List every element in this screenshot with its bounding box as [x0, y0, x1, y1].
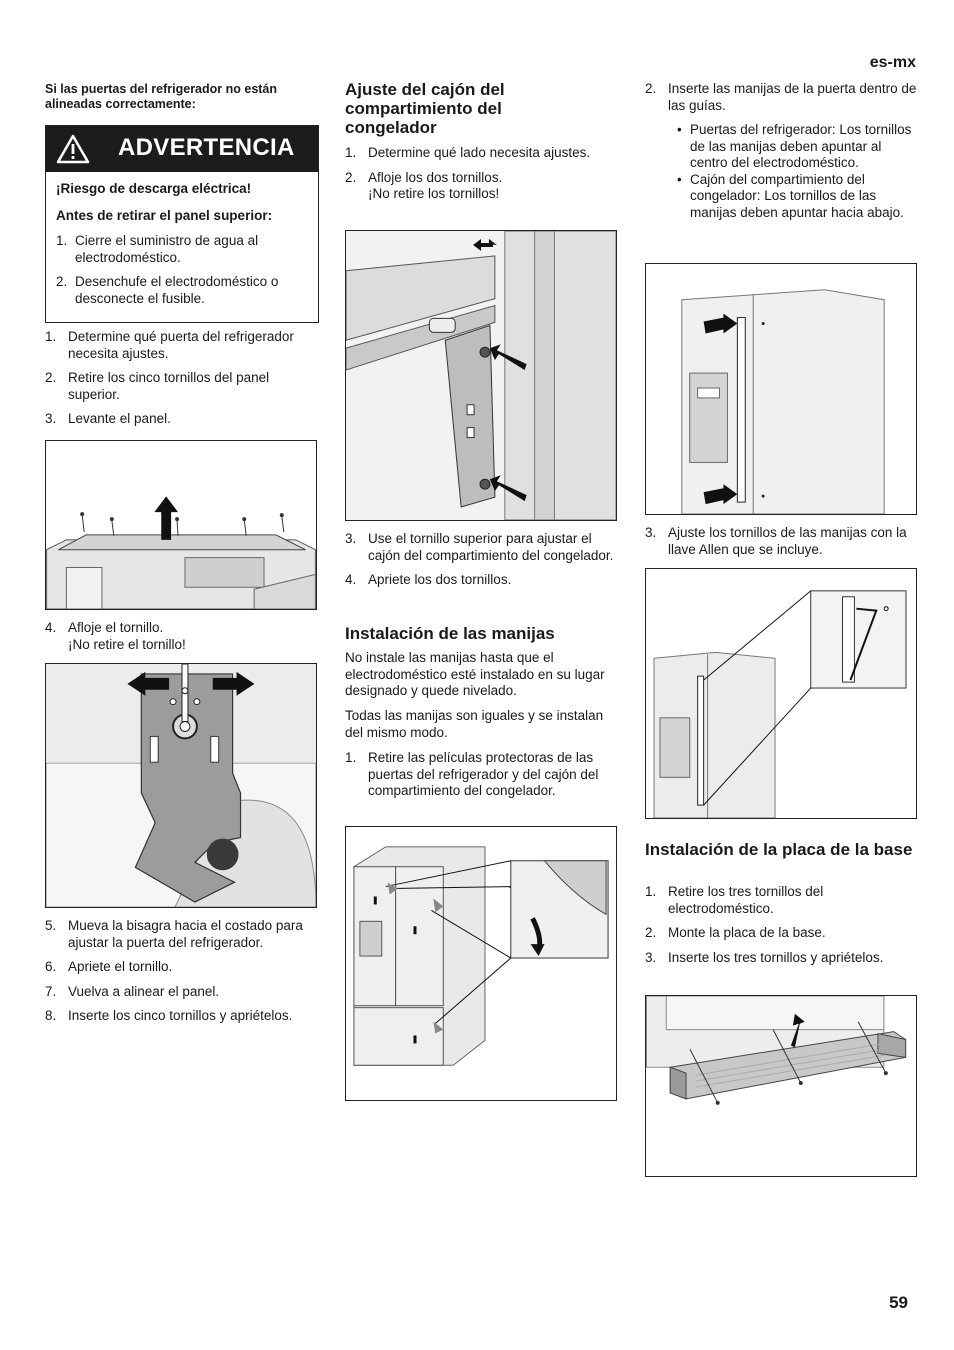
- steps-list-b: 3.Use el tornillo superior para ajustar …: [345, 531, 617, 597]
- base-plate-illustration: [646, 996, 916, 1176]
- warning-body: ¡Riesgo de descarga eléctrica! Antes de …: [46, 172, 318, 321]
- list-item: 2.Monte la placa de la base.: [645, 925, 826, 940]
- list-item: 3.Use el tornillo superior para ajustar …: [345, 531, 614, 563]
- list-item: 7.Vuelva a alinear el panel.: [45, 983, 220, 999]
- list-item: Puertas del refrigerador: Los tornillos …: [645, 122, 917, 172]
- list-item: Cajón del compartimiento del congelador:…: [645, 172, 917, 222]
- figure-allen-key: [645, 568, 917, 819]
- page-number: 59: [889, 1293, 908, 1312]
- list-item: 2.Retire los cinco tornillos del panel s…: [45, 370, 270, 402]
- figure-handles: [645, 263, 917, 515]
- list-item: 4.Apriete los dos tornillos.: [345, 572, 512, 587]
- steps-list-c: 1.Retire las películas protectoras de la…: [345, 750, 617, 808]
- figure-top-panel: [45, 440, 317, 610]
- list-item: 2.Desenchufe el electrodoméstico o desco…: [56, 274, 279, 306]
- warning-triangle-icon: [56, 134, 90, 164]
- language-code: es-mx: [869, 54, 916, 71]
- top-panel-illustration: [46, 441, 316, 609]
- list-item: 8.Inserte los cinco tornillos y apriétel…: [45, 1008, 293, 1023]
- list-item: 2.Afloje los dos tornillos.¡No retire lo…: [345, 169, 503, 202]
- handles-illustration: [646, 264, 916, 514]
- list-item: 5.Mueva la bisagra hacia el costado para…: [45, 918, 303, 950]
- list-item: 1.Cierre el suministro de agua al electr…: [56, 233, 259, 265]
- heading-freezer-drawer: Ajuste del cajón del compartimiento del …: [345, 80, 505, 137]
- figure-drawer-rail: [345, 230, 617, 521]
- heading-handles: Instalación de las manijas: [345, 624, 555, 643]
- allen-key-illustration: [646, 569, 916, 818]
- figure-protective-film: [345, 826, 617, 1101]
- warning-title: ADVERTENCIA: [118, 134, 295, 161]
- warning-steps: 1.Cierre el suministro de agua al electr…: [56, 233, 308, 307]
- list-item: 3.Inserte los tres tornillos y apriételo…: [645, 949, 884, 965]
- heading-base-plate: Instalación de la placa de la base: [645, 840, 913, 859]
- list-item: 3.Levante el panel.: [45, 411, 171, 426]
- warning-before: Antes de retirar el panel superior:: [56, 208, 273, 223]
- bullet-list: Puertas del refrigerador: Los tornillos …: [645, 122, 917, 221]
- steps-list-b: 4.Afloje el tornillo.¡No retire el torni…: [45, 620, 315, 661]
- steps-list-a: 1.Determine qué puerta del refrigerador …: [45, 329, 315, 436]
- steps-list-a: 2.Inserte las manijas de la puerta dentr…: [645, 81, 917, 114]
- list-item: 4.Afloje el tornillo.¡No retire el torni…: [45, 620, 186, 652]
- list-item: 6.Apriete el tornillo.: [45, 959, 173, 974]
- drawer-rail-illustration: [346, 231, 616, 520]
- list-item: 1.Retire las películas protectoras de la…: [345, 750, 599, 798]
- steps-list-a: 1.Determine qué lado necesita ajustes. 2…: [345, 145, 615, 211]
- steps-list-c: 1.Retire los tres tornillos del electrod…: [645, 884, 917, 974]
- figure-base-plate: [645, 995, 917, 1177]
- warning-header: ADVERTENCIA: [46, 126, 318, 172]
- warning-risk: ¡Riesgo de descarga eléctrica!: [56, 181, 252, 196]
- para-handles-1: No instale las manijas hasta que el elec…: [345, 650, 605, 698]
- steps-list-b: 3.Ajuste los tornillos de las manijas co…: [645, 525, 917, 566]
- list-item: 1.Retire los tres tornillos del electrod…: [645, 884, 824, 916]
- fridge-film-illustration: [346, 827, 616, 1100]
- hinge-illustration: [46, 664, 316, 907]
- list-item: 1.Determine qué puerta del refrigerador …: [45, 329, 294, 361]
- list-item: 2.Inserte las manijas de la puerta dentr…: [645, 81, 917, 113]
- list-item: 3.Ajuste los tornillos de las manijas co…: [645, 525, 907, 557]
- list-item: 1.Determine qué lado necesita ajustes.: [345, 145, 591, 160]
- figure-hinge: [45, 663, 317, 908]
- para-handles-2: Todas las manijas son iguales y se insta…: [345, 708, 604, 740]
- steps-list-c: 5.Mueva la bisagra hacia el costado para…: [45, 918, 317, 1033]
- warning-box: ADVERTENCIA ¡Riesgo de descarga eléctric…: [45, 125, 319, 323]
- intro-text: Si las puertas del refrigerador no están…: [45, 82, 278, 111]
